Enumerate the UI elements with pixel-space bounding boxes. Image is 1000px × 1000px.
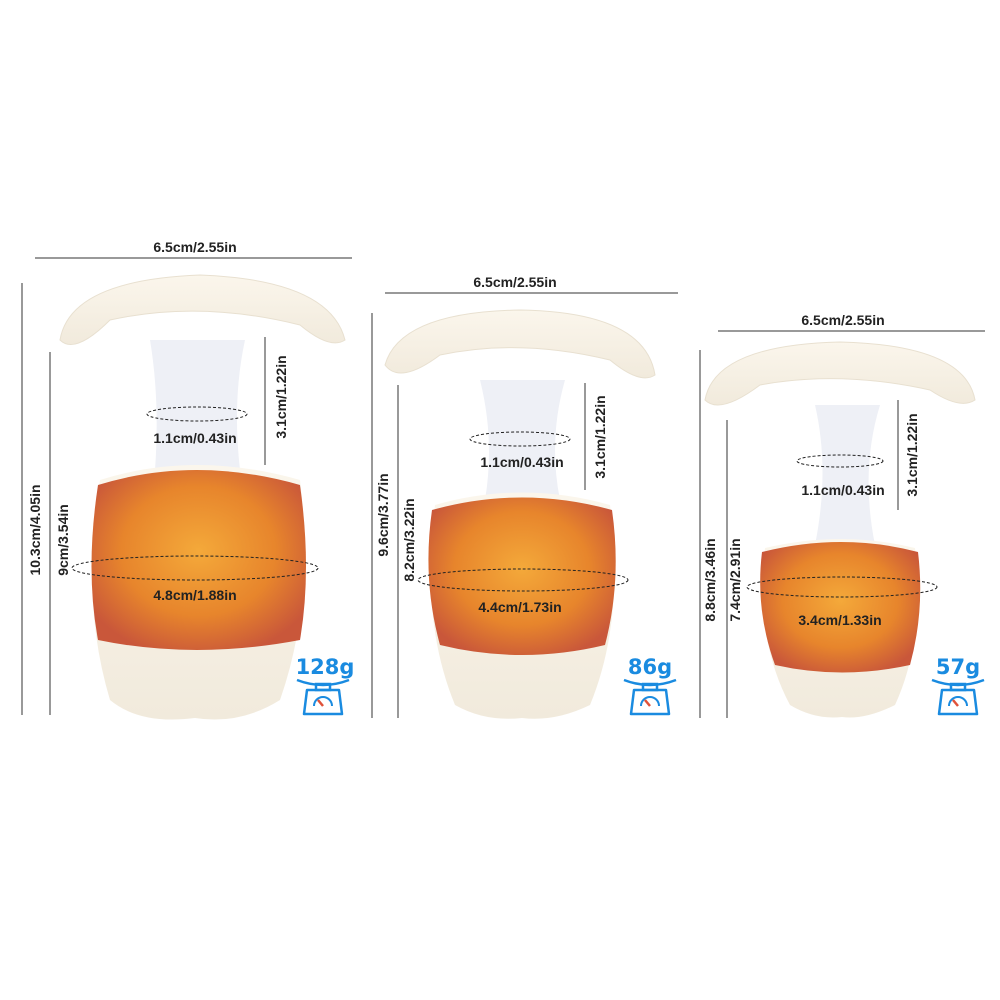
width-label: 6.5cm/2.55in [153, 239, 236, 255]
weight-label: 86g [628, 655, 672, 679]
scale-icon [622, 678, 678, 716]
total-length-label: 8.8cm/3.46in [702, 538, 718, 621]
insert-length-label: 9cm/3.54in [55, 504, 71, 576]
product-image [384, 309, 656, 719]
neck-diameter-label: 1.1cm/0.43in [801, 482, 884, 498]
neck-length-label: 3.1cm/1.22in [273, 355, 289, 438]
width-label: 6.5cm/2.55in [801, 312, 884, 328]
weight-label: 57g [936, 655, 980, 679]
product-image [59, 274, 346, 720]
width-label: 6.5cm/2.55in [473, 274, 556, 290]
insert-length-label: 7.4cm/2.91in [727, 538, 743, 621]
neck-length-label: 3.1cm/1.22in [592, 395, 608, 478]
max-diameter-label: 3.4cm/1.33in [798, 612, 881, 628]
insert-length-label: 8.2cm/3.22in [401, 498, 417, 581]
neck-length-label: 3.1cm/1.22in [904, 413, 920, 496]
max-diameter-ring [417, 568, 629, 592]
neck-diameter-ring [146, 406, 248, 422]
product-image [704, 341, 976, 718]
product-small: 6.5cm/2.55in 8.8cm/3.46in 7.4cm/2.91in 3… [699, 312, 986, 718]
scale-icon [930, 678, 986, 716]
neck-diameter-label: 1.1cm/0.43in [153, 430, 236, 446]
scale-icon [295, 678, 351, 716]
max-diameter-ring [746, 576, 938, 598]
neck-diameter-label: 1.1cm/0.43in [480, 454, 563, 470]
neck-diameter-ring [469, 431, 571, 447]
max-diameter-label: 4.4cm/1.73in [478, 599, 561, 615]
max-diameter-ring [71, 555, 319, 581]
total-length-label: 10.3cm/4.05in [27, 484, 43, 575]
max-diameter-label: 4.8cm/1.88in [153, 587, 236, 603]
neck-diameter-ring [796, 454, 884, 468]
product-medium: 6.5cm/2.55in 9.6cm/3.77in 8.2cm/3.22in 3… [371, 274, 678, 719]
weight-label: 128g [296, 655, 355, 679]
total-length-label: 9.6cm/3.77in [375, 473, 391, 556]
product-large: 6.5cm/2.55in 10.3cm/4.05in 9cm/3.54in 3.… [21, 239, 355, 720]
